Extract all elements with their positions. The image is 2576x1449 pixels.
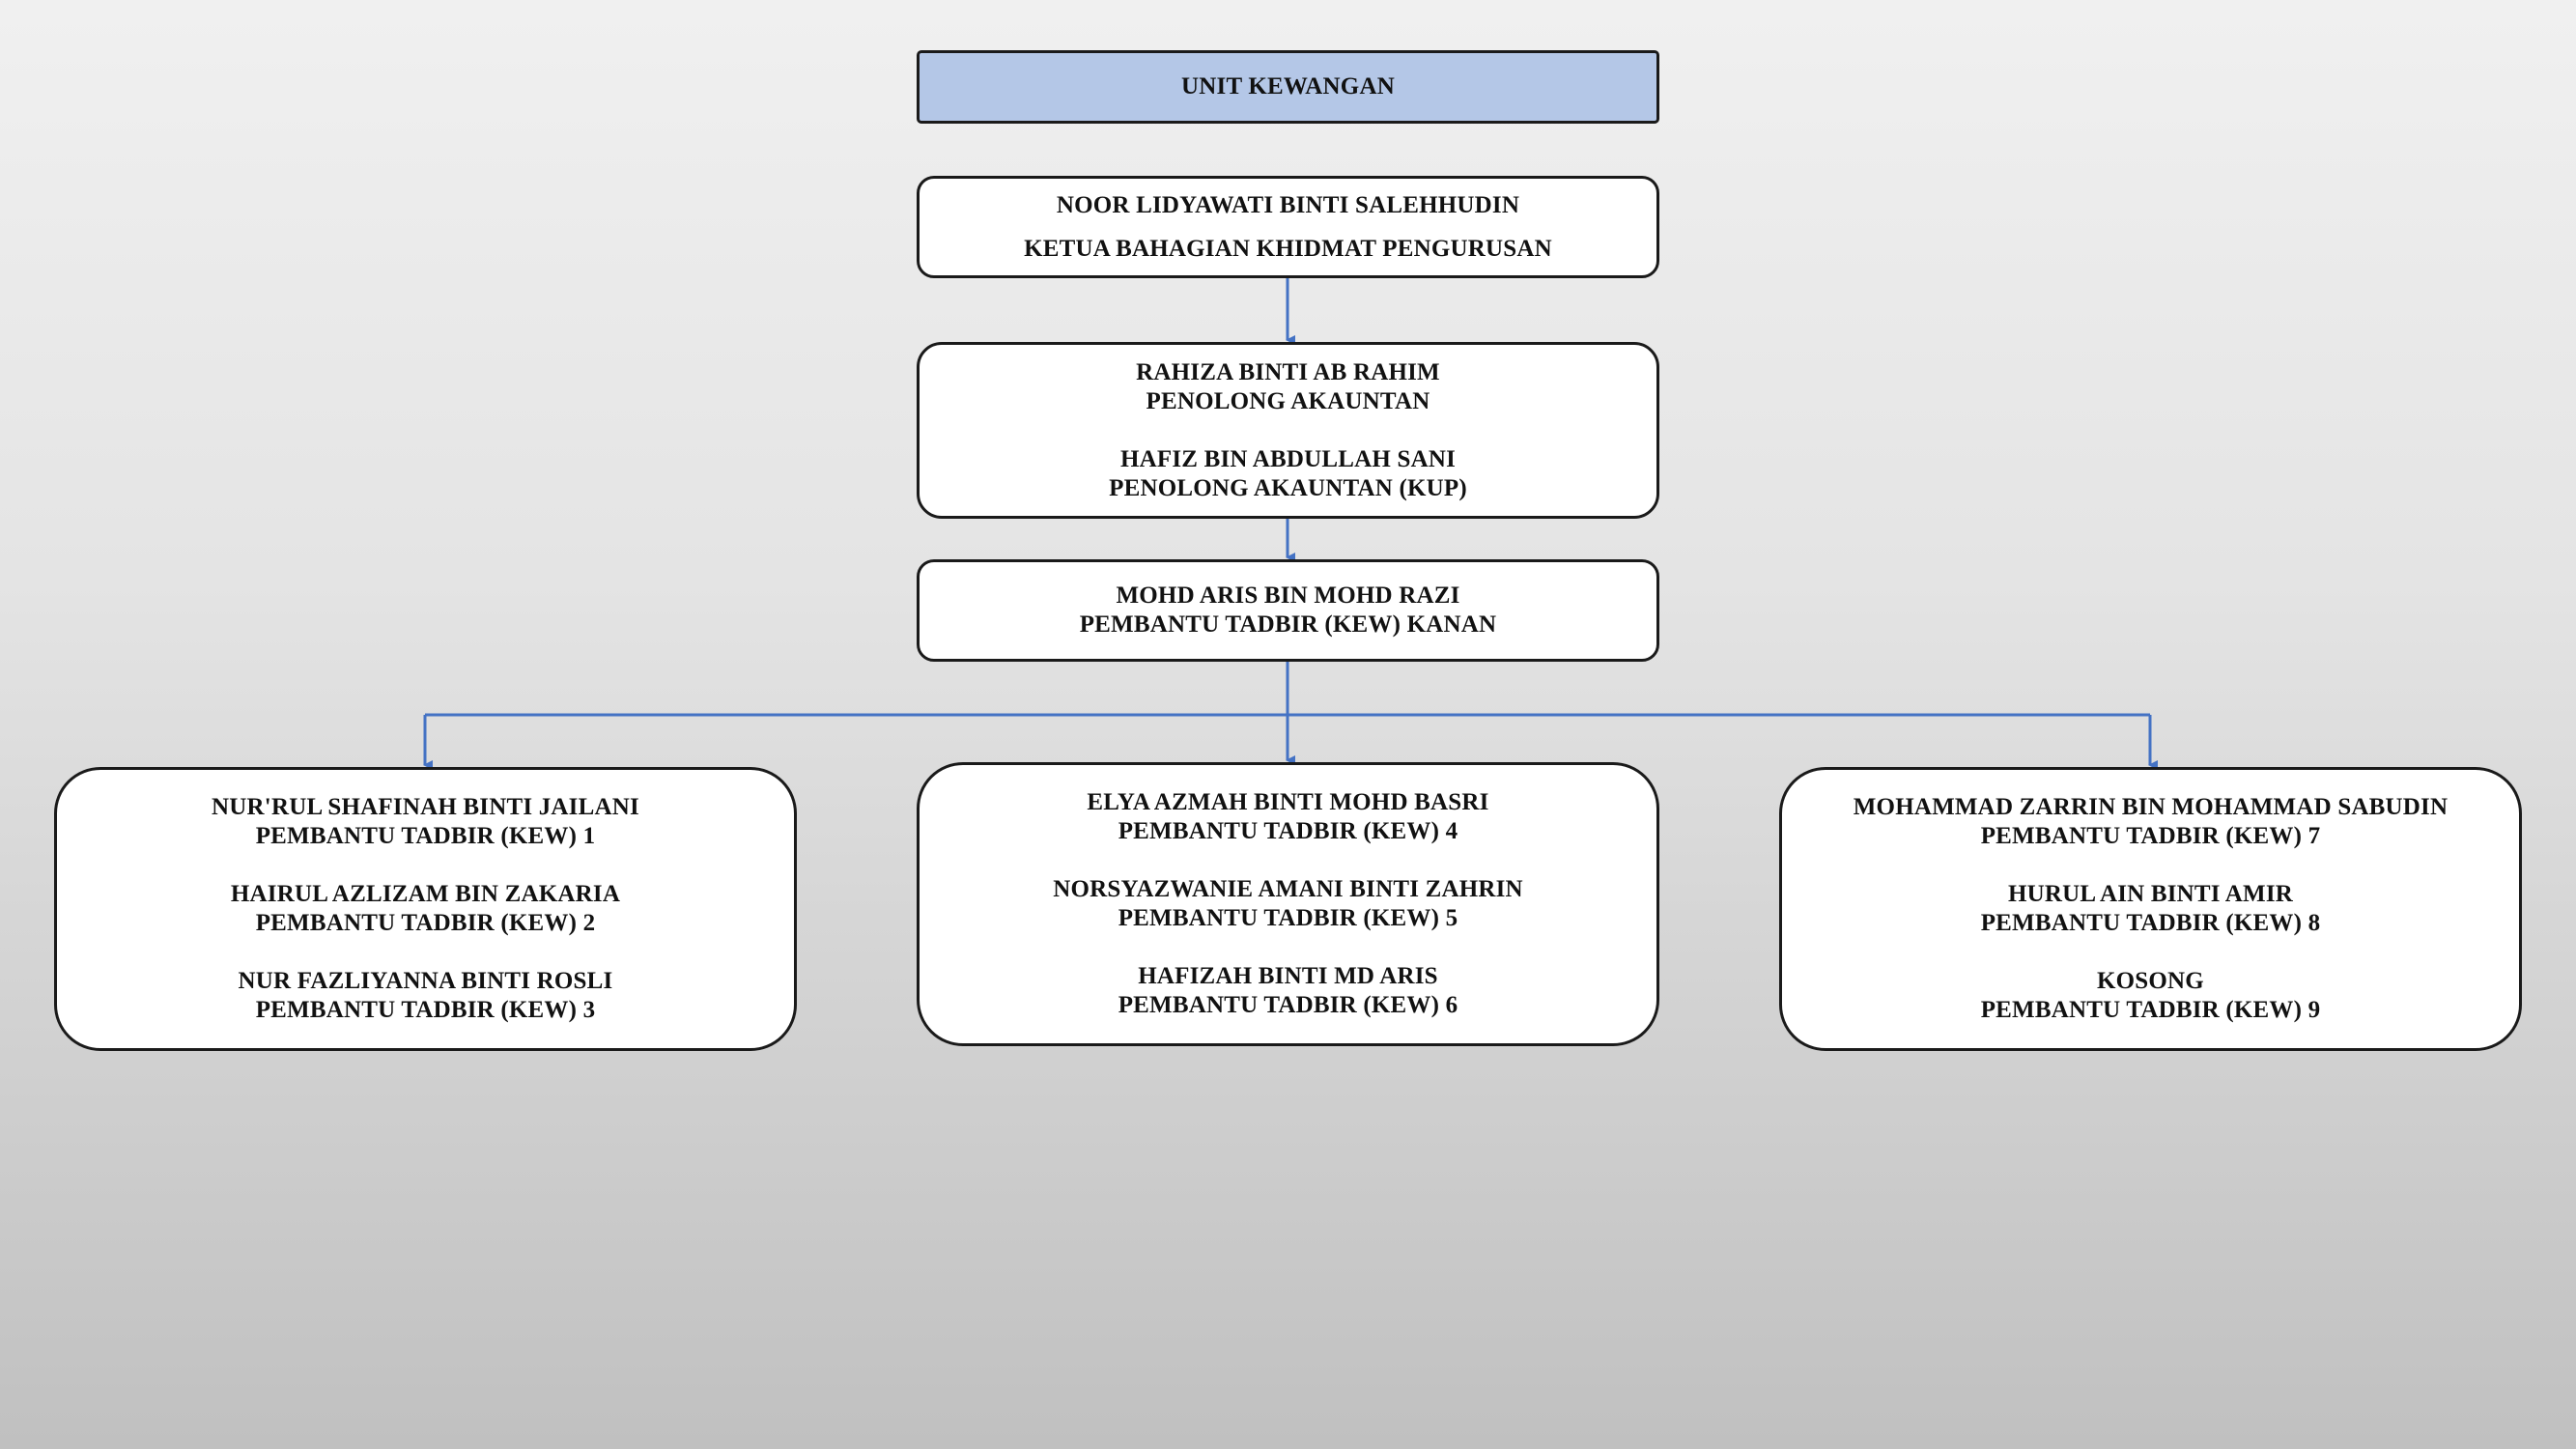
accountant-1-position: PENOLONG AKAUNTAN [1146, 387, 1430, 414]
head-name: NOOR LIDYAWATI BINTI SALEHHUDIN [1056, 191, 1520, 218]
supervisor-position: PEMBANTU TADBIR (KEW) KANAN [1079, 611, 1497, 638]
staff-position: PEMBANTU TADBIR (KEW) 4 [1118, 818, 1458, 844]
staff-group-center: ELYA AZMAH BINTI MOHD BASRI PEMBANTU TAD… [917, 762, 1659, 1046]
staff-name: MOHAMMAD ZARRIN BIN MOHAMMAD SABUDIN [1853, 794, 2449, 820]
staff-group-right: MOHAMMAD ZARRIN BIN MOHAMMAD SABUDIN PEM… [1779, 767, 2522, 1051]
head-box: NOOR LIDYAWATI BINTI SALEHHUDIN KETUA BA… [917, 176, 1659, 278]
accountant-2-position: PENOLONG AKAUNTAN (KUP) [1109, 474, 1467, 501]
accountant-1-name: RAHIZA BINTI AB RAHIM [1136, 358, 1440, 385]
staff-position: PEMBANTU TADBIR (KEW) 9 [1980, 997, 2321, 1023]
staff-name: NUR'RUL SHAFINAH BINTI JAILANI [212, 794, 639, 820]
unit-title-box: UNIT KEWANGAN [917, 50, 1659, 124]
staff-position: PEMBANTU TADBIR (KEW) 8 [1980, 910, 2321, 936]
staff-group-left: NUR'RUL SHAFINAH BINTI JAILANI PEMBANTU … [54, 767, 797, 1051]
staff-position: PEMBANTU TADBIR (KEW) 2 [255, 910, 596, 936]
staff-name: HURUL AIN BINTI AMIR [2007, 881, 2294, 907]
staff-name: KOSONG [2097, 968, 2204, 994]
staff-position: PEMBANTU TADBIR (KEW) 1 [255, 823, 596, 849]
staff-position: PEMBANTU TADBIR (KEW) 5 [1118, 905, 1458, 931]
staff-name: NUR FAZLIYANNA BINTI ROSLI [238, 968, 613, 994]
head-position: KETUA BAHAGIAN KHIDMAT PENGURUSAN [1024, 235, 1552, 262]
accountant-2-name: HAFIZ BIN ABDULLAH SANI [1119, 445, 1457, 472]
staff-position: PEMBANTU TADBIR (KEW) 3 [255, 997, 596, 1023]
staff-name: ELYA AZMAH BINTI MOHD BASRI [1087, 789, 1489, 815]
staff-position: PEMBANTU TADBIR (KEW) 6 [1118, 992, 1458, 1018]
supervisor-box: MOHD ARIS BIN MOHD RAZI PEMBANTU TADBIR … [917, 559, 1659, 662]
unit-title: UNIT KEWANGAN [1181, 73, 1395, 99]
supervisor-name: MOHD ARIS BIN MOHD RAZI [1116, 582, 1460, 609]
staff-name: HAIRUL AZLIZAM BIN ZAKARIA [230, 881, 621, 907]
staff-position: PEMBANTU TADBIR (KEW) 7 [1980, 823, 2321, 849]
staff-name: HAFIZAH BINTI MD ARIS [1138, 963, 1438, 989]
staff-name: NORSYAZWANIE AMANI BINTI ZAHRIN [1053, 876, 1523, 902]
accountants-box: RAHIZA BINTI AB RAHIM PENOLONG AKAUNTAN … [917, 342, 1659, 519]
